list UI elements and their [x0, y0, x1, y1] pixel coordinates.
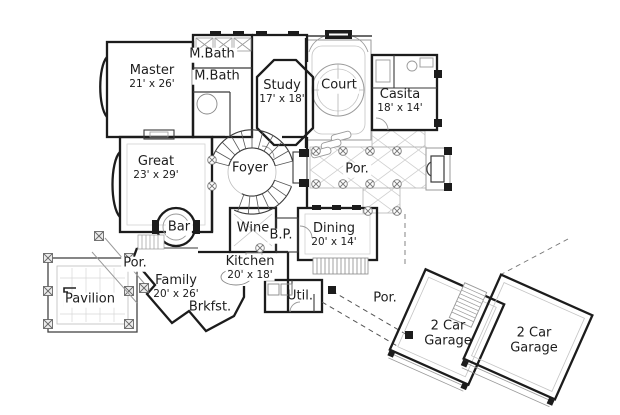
room-label-porch-southwest: Por. — [121, 255, 149, 272]
room-label-utility: Util. — [287, 288, 313, 304]
casita-interior — [372, 55, 437, 89]
utility-walls — [263, 278, 324, 314]
garage-stair — [448, 282, 488, 328]
room-label-wine: Wine — [236, 220, 270, 236]
stair-lower-treads — [237, 179, 292, 214]
room-label-breakfast: Brkfst. — [188, 299, 232, 315]
bath-closets — [195, 37, 252, 52]
room-label-master-bath-lower: M.Bath — [192, 68, 242, 85]
room-label-foyer: Foyer — [231, 160, 269, 176]
wine-racks — [233, 213, 273, 247]
master-tub — [196, 93, 218, 115]
great-fireplace — [143, 129, 175, 140]
dining-terrace-steps — [312, 257, 369, 275]
family-walls — [131, 247, 246, 333]
room-label-court: Court — [319, 77, 359, 94]
courtyard — [305, 30, 372, 159]
room-label-porch-south: Por. — [373, 290, 397, 306]
stepping-stones — [310, 130, 352, 159]
bar-jambs — [152, 220, 200, 234]
door-swings — [261, 117, 389, 313]
garage-west-apron — [388, 352, 466, 392]
room-label-butlers-pantry: B.P. — [267, 227, 295, 244]
casita-walls — [370, 53, 439, 132]
washer-dryer — [267, 283, 293, 296]
stair-upper-treads — [211, 130, 293, 167]
north-hall-walls — [252, 33, 309, 62]
room-label-porch-east: Por. — [343, 161, 371, 178]
casita-posts — [434, 70, 442, 127]
foyer-stairs — [210, 129, 294, 215]
interior-details — [126, 31, 452, 313]
garage-east-structure — [460, 273, 594, 408]
room-label-pavilion: Pavilion — [63, 291, 117, 308]
window-ticks — [210, 31, 361, 210]
room-label-bar: Bar — [165, 219, 193, 236]
room-label-master-bath-upper: M.Bath — [187, 46, 237, 63]
great-bow-window — [111, 151, 121, 218]
great-walls — [118, 135, 214, 234]
stair-lower-arcs — [233, 180, 293, 215]
porch-niche — [425, 147, 452, 191]
master-bay-window — [99, 56, 108, 118]
service-stair — [137, 234, 165, 250]
walkways — [321, 214, 569, 348]
garage-east-apron — [461, 361, 553, 408]
